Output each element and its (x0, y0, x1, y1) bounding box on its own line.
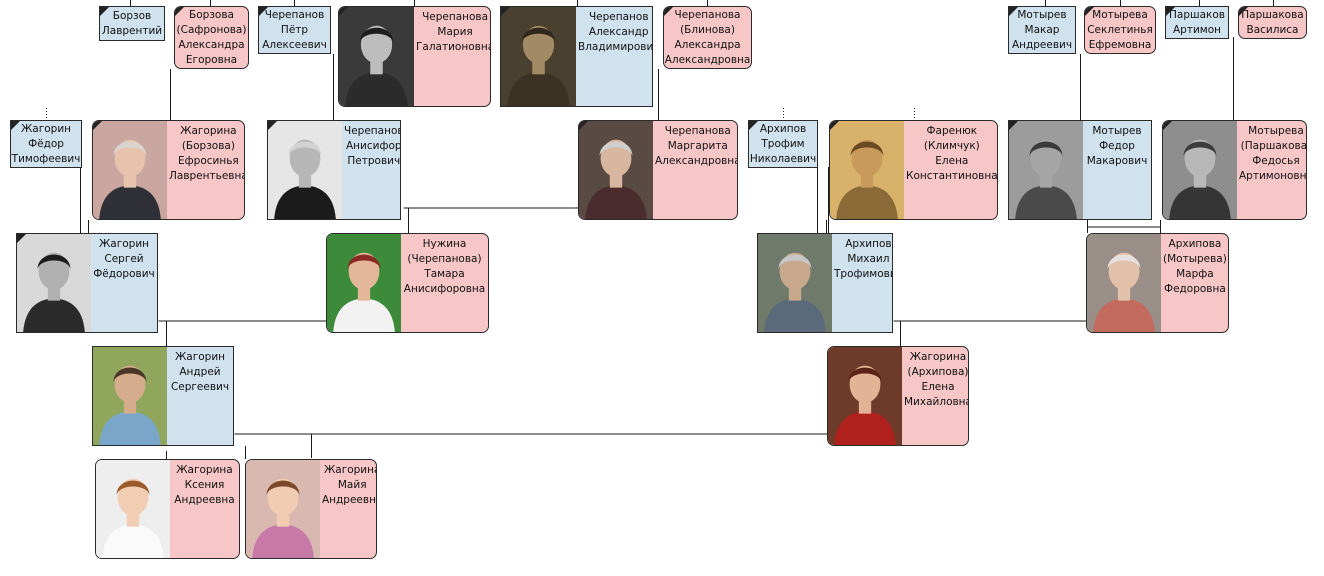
person-name: Мотырева Секлетинья Ефремовна (1087, 8, 1153, 51)
person-card-borzov-lavrentiy[interactable]: Борзов Лаврентий (99, 6, 165, 41)
person-name: Борзова (Сафронова) Александра Егоровна (176, 8, 247, 66)
person-name: Жагорин Фёдор Тимофеевич (11, 122, 81, 165)
person-name: Архипова (Мотырева) Марфа Федоровна (1163, 238, 1227, 295)
deceased-marker-icon (93, 121, 102, 130)
person-name: Черепанова Маргарита Александровна (655, 125, 738, 167)
deceased-marker-icon (175, 7, 184, 16)
person-name: Архипов Михаил Трофимович (834, 238, 892, 280)
deceased-marker-icon (501, 7, 510, 16)
deceased-marker-icon (17, 234, 26, 243)
person-card-cherepanov-petr[interactable]: Черепанов Пётр Алексеевич (258, 6, 331, 54)
deceased-marker-icon (100, 7, 109, 16)
person-name: Архипов Трофим Николаевич (749, 122, 817, 165)
deceased-marker-icon (749, 121, 758, 130)
person-photo (579, 121, 653, 219)
person-name: Черепанова (Блинова) Александра Александ… (664, 8, 751, 66)
person-card-arkhipov-mikhail[interactable]: Архипов Михаил Трофимович (757, 233, 893, 333)
person-name: Черепанов Пётр Алексеевич (262, 8, 327, 51)
person-photo (96, 460, 170, 558)
person-name: Паршакова Василиса (1241, 8, 1304, 36)
person-photo (1163, 121, 1237, 219)
person-card-arkhipova-marfa[interactable]: Архипова (Мотырева) Марфа Федоровна (1086, 233, 1229, 333)
deceased-marker-icon (11, 121, 20, 130)
deceased-marker-icon (1163, 121, 1172, 130)
person-photo (327, 234, 401, 332)
person-photo (339, 7, 414, 106)
person-photo (501, 7, 576, 106)
person-card-zhagorina-efrosinya[interactable]: Жагорина (Борзова) Ефросинья Лаврентьевн… (92, 120, 245, 220)
deceased-marker-icon (579, 121, 588, 130)
person-name: Фаренюк (Климчук) Елена Константиновна (906, 125, 998, 182)
deceased-marker-icon (1009, 121, 1018, 130)
person-photo (828, 347, 902, 445)
person-photo (17, 234, 91, 332)
person-name: Борзов Лаврентий (101, 9, 163, 37)
deceased-marker-icon (259, 7, 268, 16)
person-name: Жагорина (Борзова) Ефросинья Лаврентьевн… (169, 125, 245, 182)
person-name: Жагорин Сергей Фёдорович (93, 238, 155, 280)
person-name: Жагорина (Архипова) Елена Михайловна (904, 351, 969, 408)
person-photo (246, 460, 320, 558)
person-photo (758, 234, 832, 332)
person-name: Мотырев Федор Макарович (1086, 125, 1148, 167)
person-name: Мотырев Макар Андреевич (1011, 8, 1073, 51)
person-card-cherepanov-aleksandr[interactable]: Черепанов Александр Владимирович (500, 6, 653, 107)
person-card-farenyuk-elena[interactable]: Фаренюк (Климчук) Елена Константиновна (829, 120, 998, 220)
person-card-nuzhina-tamara[interactable]: Нужина (Черепанова) Тамара Анисифоровна (326, 233, 489, 333)
person-name: Мотырева (Паршакова) Федосья Артимоновна (1239, 125, 1307, 182)
person-card-motyrev-fedor[interactable]: Мотырев Федор Макарович (1008, 120, 1152, 220)
person-card-zhagorin-fedor[interactable]: Жагорин Фёдор Тимофеевич (10, 120, 82, 168)
deceased-marker-icon (339, 7, 348, 16)
person-card-arkhipov-trofim[interactable]: Архипов Трофим Николаевич (748, 120, 818, 168)
person-card-borzova-aleksandra[interactable]: Борзова (Сафронова) Александра Егоровна (174, 6, 249, 69)
person-card-zhagorina-maya[interactable]: Жагорина Майя Андреевна (245, 459, 377, 559)
person-card-zhagorin-sergey[interactable]: Жагорин Сергей Фёдорович (16, 233, 158, 333)
person-card-zhagorina-elena[interactable]: Жагорина (Архипова) Елена Михайловна (827, 346, 969, 446)
person-card-cherepanova-maria[interactable]: Черепанова Мария Галатионовна (338, 6, 491, 107)
deceased-marker-icon (1166, 7, 1175, 16)
person-card-parshakova-vasilisa[interactable]: Паршакова Василиса (1238, 6, 1307, 39)
deceased-marker-icon (1239, 7, 1248, 16)
deceased-marker-icon (830, 121, 839, 130)
person-photo (93, 121, 167, 219)
person-card-cherepanov-anisifor[interactable]: Черепанов Анисифор Петрович (267, 120, 401, 220)
person-name: Жагорина Майя Андреевна (322, 464, 377, 506)
person-card-zhagorin-andrey[interactable]: Жагорин Андрей Сергеевич (92, 346, 234, 446)
person-card-motyreva-seklitinya[interactable]: Мотырева Секлетинья Ефремовна (1084, 6, 1156, 54)
person-photo (1087, 234, 1161, 332)
person-name: Жагорин Андрей Сергеевич (170, 351, 230, 393)
person-photo (93, 347, 167, 445)
deceased-marker-icon (1009, 7, 1018, 16)
person-card-cherepanova-margarita[interactable]: Черепанова Маргарита Александровна (578, 120, 738, 220)
person-name: Черепанов Александр Владимирович (578, 11, 653, 53)
person-name: Паршаков Артимон (1169, 8, 1225, 36)
person-card-cherepanova-aleksandra[interactable]: Черепанова (Блинова) Александра Александ… (663, 6, 752, 69)
person-photo (1009, 121, 1083, 219)
person-name: Черепанов Анисифор Петрович (344, 125, 401, 167)
person-photo (830, 121, 904, 219)
deceased-marker-icon (1085, 7, 1094, 16)
person-name: Жагорина Ксения Андреевна (174, 464, 235, 506)
deceased-marker-icon (268, 121, 277, 130)
person-card-zhagorina-ksenia[interactable]: Жагорина Ксения Андреевна (95, 459, 240, 559)
person-card-motyreva-fedosya[interactable]: Мотырева (Паршакова) Федосья Артимоновна (1162, 120, 1307, 220)
person-card-motyrev-makar[interactable]: Мотырев Макар Андреевич (1008, 6, 1076, 54)
person-photo (268, 121, 342, 219)
person-name: Черепанова Мария Галатионовна (416, 11, 491, 53)
person-name: Нужина (Черепанова) Тамара Анисифоровна (403, 238, 486, 295)
person-card-parshakov-artimon[interactable]: Паршаков Артимон (1165, 6, 1229, 39)
deceased-marker-icon (664, 7, 673, 16)
